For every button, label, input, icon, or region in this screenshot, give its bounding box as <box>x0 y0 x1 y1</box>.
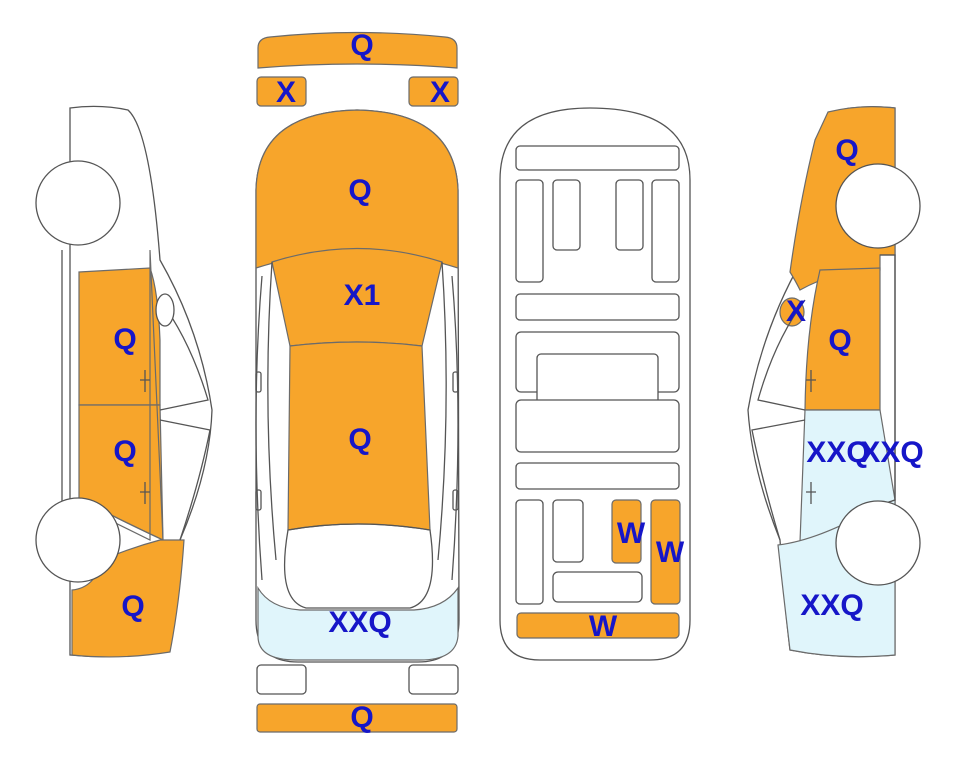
right-front-fender-label: Q <box>835 134 859 167</box>
right-front-door-label: Q <box>828 324 852 357</box>
right-front-wheel <box>835 163 921 249</box>
floor-left-rail-front <box>515 179 544 283</box>
right-rear-wheel <box>835 500 921 586</box>
hood-label: Q <box>348 174 372 207</box>
left-mirror-outline <box>255 371 262 393</box>
floor-spare-well <box>552 571 643 603</box>
right-rear-handle <box>806 482 816 504</box>
floor-front-crossmember <box>515 145 680 171</box>
left-rear-handle <box>140 482 150 504</box>
left-rear-quarter-label: Q <box>121 590 145 623</box>
floor-right-rail-front <box>651 179 680 283</box>
left-front-handle <box>140 370 150 392</box>
front-bumper-label: Q <box>350 29 374 62</box>
right-rear-quarter-label: XXQ <box>800 589 864 622</box>
floor-part-2[interactable] <box>650 499 681 605</box>
rear-bumper-label: Q <box>350 701 374 734</box>
left-headlight-label: X <box>275 76 297 109</box>
floor-part-1[interactable] <box>611 499 642 564</box>
floor-pan-rear <box>515 399 680 453</box>
floor-left-rear-bracket <box>552 499 584 563</box>
left-window-outline <box>159 299 211 541</box>
right-front-handle <box>806 370 816 392</box>
left-rear-wheel <box>35 497 121 583</box>
floor-rear-crossmember <box>515 462 680 490</box>
right-headlight-part[interactable] <box>408 76 459 107</box>
trunk-lid-outline <box>283 523 434 609</box>
rear-window-label: XXQ <box>328 606 392 639</box>
right-side-glass-outline <box>437 261 459 581</box>
rear-window-part[interactable] <box>257 585 459 661</box>
right-handle-outline <box>452 489 459 511</box>
right-taillight-outline <box>408 664 459 695</box>
right-mirror-part[interactable] <box>779 297 805 327</box>
right-window-outline <box>751 299 806 541</box>
left-handle-outline <box>255 489 262 511</box>
floor-mid-crossmember <box>515 293 680 321</box>
left-headlight-part[interactable] <box>256 76 307 107</box>
right-mirror-outline <box>452 371 459 393</box>
right-rear-door-label-a: XXQ <box>806 436 870 469</box>
roof-label: Q <box>348 423 372 456</box>
floor-rear-panel-label: W <box>588 610 618 643</box>
left-front-fender-label: Q <box>113 323 137 356</box>
floor-part-2-label: W <box>655 536 685 569</box>
floor-left-rail-rear <box>515 499 544 605</box>
floor-rear-panel-part[interactable] <box>516 612 680 639</box>
windshield-label: X1 <box>343 279 381 312</box>
right-rear-door-label-b: XXQ <box>860 436 924 469</box>
floor-view-outline <box>499 107 691 661</box>
rear-bumper-part[interactable] <box>256 703 458 733</box>
floor-right-bracket <box>615 179 644 251</box>
left-mirror-glass <box>155 293 175 327</box>
left-side-glass-outline <box>255 261 277 581</box>
left-front-wheel <box>35 160 121 246</box>
right-mirror-label: X <box>785 295 807 328</box>
floor-part-1-label: W <box>616 517 646 550</box>
left-taillight-outline <box>256 664 307 695</box>
floor-left-bracket <box>552 179 581 251</box>
front-bumper-part[interactable] <box>257 31 458 69</box>
right-headlight-label: X <box>429 76 451 109</box>
left-front-door-label: Q <box>113 435 137 468</box>
